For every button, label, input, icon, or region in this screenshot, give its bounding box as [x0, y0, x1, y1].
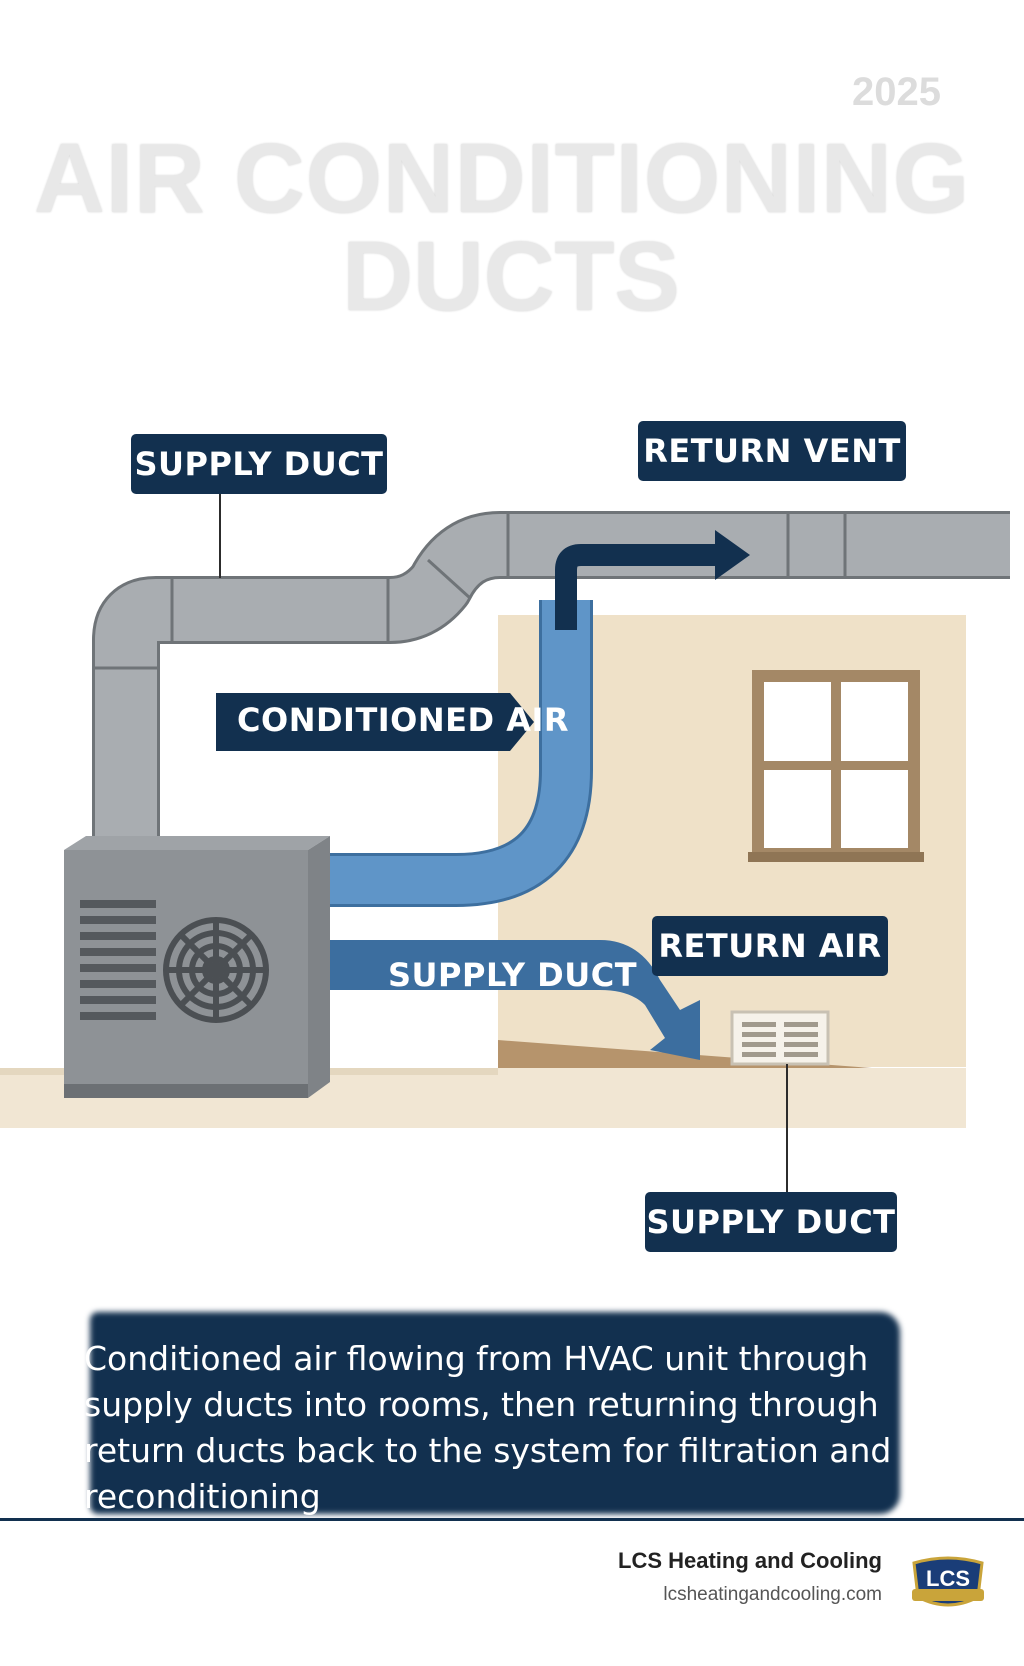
- label-return-air: RETURN AIR: [652, 916, 888, 976]
- label-supply-duct-bottom: SUPPLY DUCT: [645, 1192, 897, 1252]
- svg-text:LCS: LCS: [926, 1566, 970, 1591]
- caption-background: [90, 1312, 900, 1514]
- footer-divider: [0, 1518, 1024, 1521]
- label-supply-duct-top: SUPPLY DUCT: [131, 434, 387, 494]
- supply-flow-arrow: [330, 940, 700, 1060]
- caption-text: Conditioned air flowing from HVAC unit t…: [84, 1339, 892, 1516]
- supply-duct-pipe: [92, 511, 1010, 840]
- window: [748, 670, 924, 862]
- website-link[interactable]: lcsheatingandcooling.com: [663, 1584, 882, 1605]
- label-supply-duct-flow: SUPPLY DUCT: [388, 956, 638, 994]
- return-grille: [730, 1010, 830, 1066]
- page-title-line1: AIR CONDITIONING: [33, 123, 971, 233]
- fan-icon: [163, 917, 269, 1023]
- hvac-outdoor-unit: [64, 836, 330, 1098]
- company-logo: LCS: [912, 1556, 984, 1607]
- brand-name: LCS Heating and Cooling: [618, 1548, 882, 1573]
- conditioned-air-tag: [216, 693, 534, 751]
- conditioned-air-duct: [310, 530, 750, 907]
- label-return-vent: RETURN VENT: [638, 421, 906, 481]
- year-label: 2025: [852, 70, 941, 114]
- footer: [0, 1521, 1024, 1666]
- label-conditioned-air: CONDITIONED AIR: [237, 701, 570, 739]
- page-title-line2: DUCTS: [342, 221, 680, 331]
- leader-lines: [219, 494, 788, 1196]
